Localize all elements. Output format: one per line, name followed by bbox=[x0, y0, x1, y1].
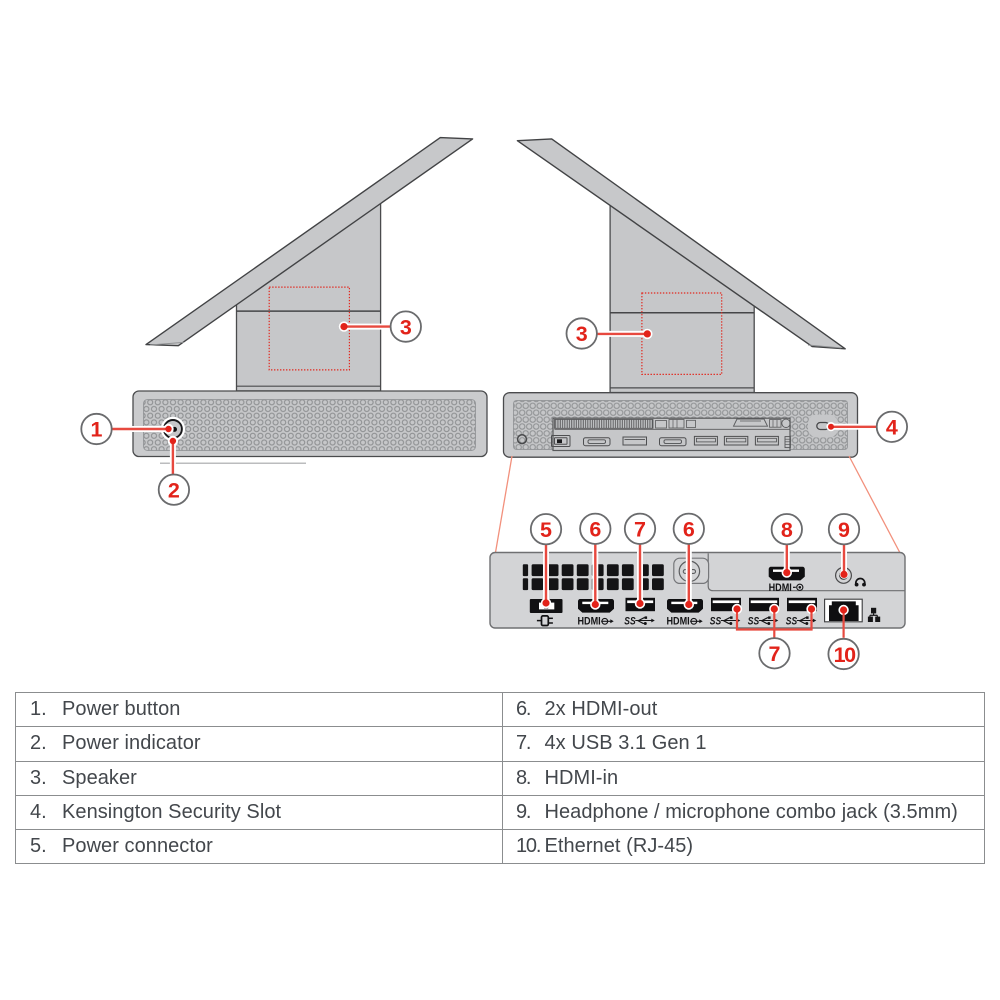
svg-text:HDMI: HDMI bbox=[769, 582, 792, 594]
svg-text:4: 4 bbox=[886, 416, 898, 440]
svg-text:7: 7 bbox=[769, 642, 781, 666]
svg-text:2: 2 bbox=[168, 478, 180, 502]
svg-text:7: 7 bbox=[634, 518, 646, 542]
svg-text:HDMI: HDMI bbox=[578, 616, 601, 628]
svg-text:3: 3 bbox=[576, 322, 588, 346]
svg-text:6: 6 bbox=[589, 518, 601, 542]
svg-text:SS: SS bbox=[624, 616, 635, 628]
svg-text:10: 10 bbox=[834, 643, 857, 667]
svg-text:9: 9 bbox=[838, 518, 850, 542]
svg-text:3: 3 bbox=[400, 315, 412, 339]
svg-text:6: 6 bbox=[683, 518, 695, 542]
svg-text:1: 1 bbox=[91, 418, 103, 442]
svg-text:5: 5 bbox=[540, 518, 552, 542]
svg-text:HDMI: HDMI bbox=[667, 616, 690, 628]
svg-text:8: 8 bbox=[781, 518, 793, 542]
